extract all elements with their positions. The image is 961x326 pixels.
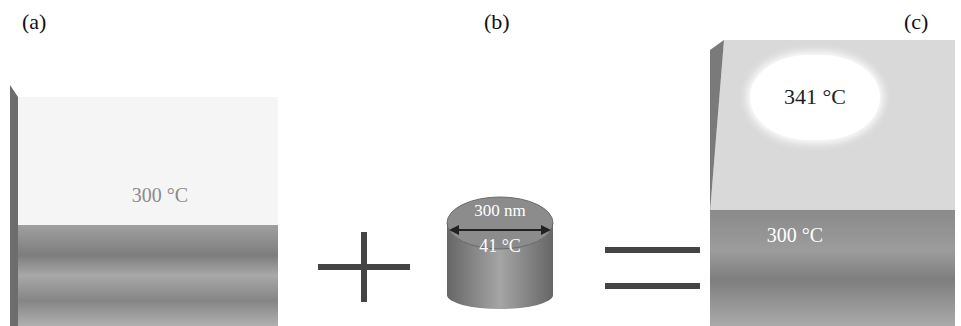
node-text: 341 °C [784, 85, 846, 109]
panel-label: (c) [904, 10, 928, 34]
equals-sign [605, 283, 700, 289]
hot-spot: 341 °C [750, 55, 880, 140]
dimension-arrow [457, 229, 543, 231]
panel-label: (a) [22, 10, 46, 34]
node-text: 41 °C [479, 237, 521, 257]
substrate-slab: 300 °C [10, 85, 278, 326]
heated-slab: 300 °C 341 °C [710, 40, 955, 326]
nanodisk-cylinder: 300 nm 41 °C [445, 195, 555, 310]
panel-label: (b) [484, 10, 510, 34]
equals-sign [605, 247, 700, 253]
node-text: 300 °C [767, 224, 823, 246]
plus-sign [361, 232, 367, 302]
node-text: 300 °C [132, 184, 188, 206]
node-text: 300 nm [474, 202, 525, 221]
